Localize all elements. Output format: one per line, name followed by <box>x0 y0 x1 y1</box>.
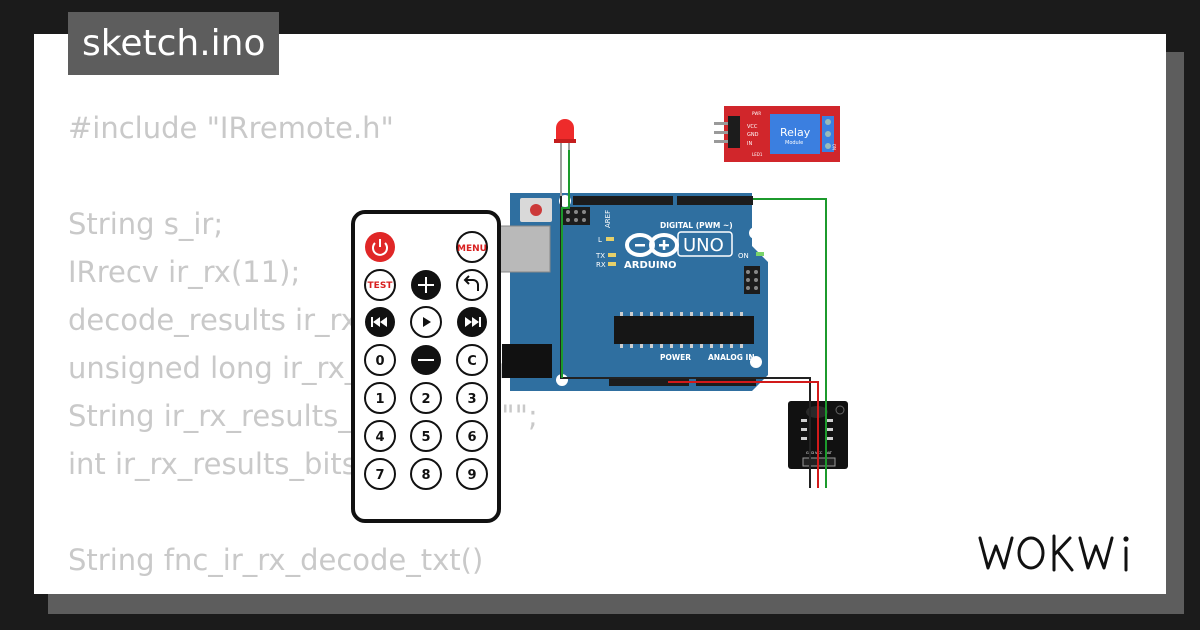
wires <box>560 150 827 488</box>
led-on-label: ON <box>738 252 749 260</box>
relay-pin-vcc: VCC <box>747 124 758 130</box>
arduino-logo <box>625 233 679 257</box>
svg-text:0: 0 <box>375 354 384 369</box>
digital-header-right <box>677 196 753 205</box>
remote-power-button[interactable] <box>365 232 395 262</box>
mounting-hole <box>750 356 762 368</box>
code-line: { <box>68 591 86 594</box>
svg-text:8: 8 <box>421 468 430 483</box>
svg-text:6: 6 <box>467 430 476 445</box>
relay-module[interactable]: VCC GND IN PWR LED1 Relay Module NO <box>714 106 840 162</box>
power-label: POWER <box>660 353 691 362</box>
relay-pin-header <box>728 116 740 148</box>
svg-text:LED1: LED1 <box>752 152 763 157</box>
svg-text:3: 3 <box>467 392 476 407</box>
digital-header-left <box>573 196 673 205</box>
remote-play-button[interactable] <box>410 306 442 338</box>
remote-menu-button[interactable]: MENU <box>456 231 488 263</box>
remote-button-9[interactable]: 9 <box>456 458 488 490</box>
code-line: #include "IRremote.h" <box>68 111 394 145</box>
svg-text:DAT: DAT <box>825 451 833 455</box>
remote-button-1[interactable]: 1 <box>364 382 396 414</box>
remote-back-button[interactable] <box>456 269 488 301</box>
power-header <box>609 378 689 386</box>
atmega-chip <box>614 312 754 348</box>
code-line: int ir_rx_results_bits; <box>68 447 367 481</box>
wire-signal <box>753 198 827 488</box>
svg-text:7: 7 <box>375 468 384 483</box>
wire-5v <box>668 381 819 488</box>
svg-text:C: C <box>467 354 477 369</box>
arduino-uno-board[interactable]: AREF DIGITAL (PWM ~) UNO ARDUINO L TX RX… <box>499 193 768 391</box>
wire-led <box>561 150 570 378</box>
svg-text:NO: NO <box>832 144 837 150</box>
remote-button-3[interactable]: 3 <box>456 382 488 414</box>
led-rx <box>608 262 616 266</box>
code-line: String s_ir; <box>68 207 224 241</box>
code-line: String fnc_ir_rx_decode_txt() <box>68 543 484 577</box>
board-model: UNO <box>683 235 724 256</box>
code-line: IRrecv ir_rx(11); <box>68 255 301 289</box>
mounting-hole <box>749 227 761 239</box>
remote-button-0[interactable]: 0 <box>364 344 396 376</box>
remote-button-c[interactable]: C <box>456 344 488 376</box>
wokwi-logo <box>978 534 1129 572</box>
icsp-header <box>562 207 590 225</box>
relay-label: Relay <box>780 126 811 139</box>
remote-button-8[interactable]: 8 <box>410 458 442 490</box>
svg-text:MENU: MENU <box>457 244 487 254</box>
led-tx <box>608 253 616 257</box>
relay-block <box>770 114 820 154</box>
led-tx-label: TX <box>595 252 605 260</box>
relay-pin-in: IN <box>747 141 752 147</box>
analog-label: ANALOG IN <box>708 353 755 362</box>
remote-test-button[interactable]: TEST <box>364 269 396 301</box>
remote-button-2[interactable]: 2 <box>410 382 442 414</box>
digital-label: DIGITAL (PWM ~) <box>660 221 733 230</box>
remote-button-7[interactable]: 7 <box>364 458 396 490</box>
svg-text:4: 4 <box>375 430 384 445</box>
power-jack <box>502 344 552 378</box>
remote-prev-button[interactable] <box>365 307 395 337</box>
usb-port <box>499 225 551 273</box>
led-on <box>756 252 764 256</box>
remote-plus-button[interactable] <box>411 270 441 300</box>
remote-minus-button[interactable] <box>411 345 441 375</box>
pin-aref: AREF <box>604 210 612 228</box>
remote-button-4[interactable]: 4 <box>364 420 396 452</box>
ir-remote[interactable]: MENU TEST <box>351 210 501 523</box>
led-rx-label: RX <box>596 261 606 269</box>
red-led[interactable] <box>554 119 576 196</box>
svg-text:9: 9 <box>467 468 476 483</box>
led-l <box>606 237 614 241</box>
remote-next-button[interactable] <box>457 307 487 337</box>
svg-text:2: 2 <box>421 392 430 407</box>
svg-text:1: 1 <box>375 392 384 407</box>
relay-pin-gnd: GND <box>747 132 759 138</box>
icsp2-header <box>744 266 760 294</box>
led-l-label: L <box>598 236 602 244</box>
remote-button-6[interactable]: 6 <box>456 420 488 452</box>
svg-text:PWR: PWR <box>752 111 761 116</box>
remote-button-5[interactable]: 5 <box>410 420 442 452</box>
file-name-tab[interactable]: sketch.ino <box>68 12 280 75</box>
board-brand: ARDUINO <box>624 260 676 271</box>
svg-text:5: 5 <box>421 430 430 445</box>
relay-sublabel: Module <box>785 140 803 146</box>
svg-text:TEST: TEST <box>368 281 394 291</box>
